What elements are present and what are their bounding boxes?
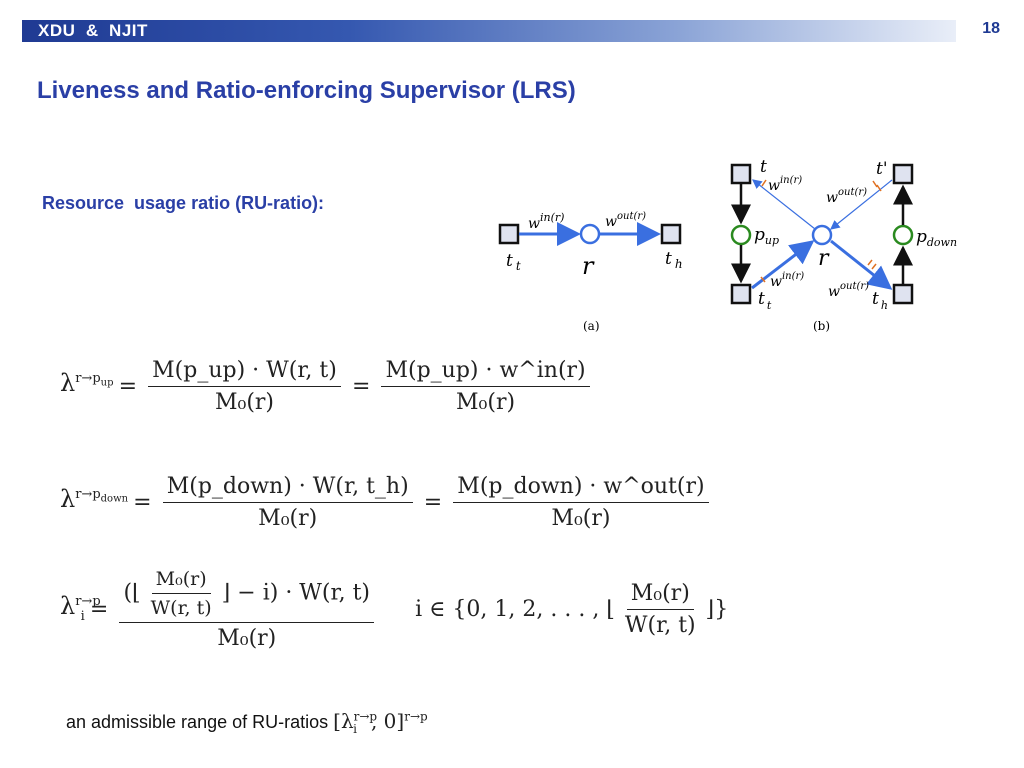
label-r: r — [818, 246, 830, 271]
transition-th — [892, 283, 914, 305]
subtitle: Resource usage ratio (RU-ratio): — [42, 193, 325, 213]
transition-right — [660, 223, 682, 245]
label-w-in-top: win(r) — [768, 175, 802, 194]
transition-t — [730, 163, 752, 185]
place-p-up — [730, 224, 752, 246]
weight-out-label: wout(r) — [605, 211, 646, 230]
figure-b: t t' win(r) wout(r) pup pdown r win(r) w… — [730, 157, 957, 333]
label-w-out-bottom: wout(r) — [828, 281, 869, 300]
header-title: XDU & NJIT — [38, 21, 148, 40]
arc-tprime-r — [830, 179, 893, 230]
tick-mark — [867, 259, 873, 266]
arc-r-th — [830, 239, 893, 290]
label-w-in-bottom: win(r) — [770, 271, 804, 290]
transition-left — [498, 223, 520, 245]
equation-lambda-down: λr→pdown = M(p_down) · W(r, t_h)M₀(r) = … — [60, 474, 715, 531]
page-number: 18 — [982, 20, 1000, 37]
footer-text: an admissible range of RU-ratios [λr→pi,… — [66, 709, 428, 736]
tick-mark — [872, 180, 878, 188]
label-p-up: pup — [754, 225, 779, 247]
tick-mark — [871, 263, 877, 270]
transition-tt — [730, 283, 752, 305]
header-bar: XDU & NJIT — [22, 20, 956, 42]
place-p-down — [892, 224, 914, 246]
tick-mark — [876, 184, 882, 192]
label-p-down: pdown — [916, 227, 957, 249]
arc-r-t — [752, 179, 816, 230]
place-r — [579, 223, 601, 245]
weight-in-label: win(r) — [528, 211, 564, 232]
label-t: t — [760, 157, 767, 177]
tick-mark — [760, 276, 766, 283]
equation-lambda-i: λr→pi = (⌊M₀(r)W(r, t)⌋ − i) · W(r, t) M… — [60, 568, 729, 651]
label-w-out-top: wout(r) — [826, 187, 867, 206]
label-t-prime: t' — [876, 159, 888, 179]
transition-t-prime — [892, 163, 914, 185]
slide-title: Liveness and Ratio-enforcing Supervisor … — [37, 77, 576, 104]
arc-tt-r — [751, 240, 815, 290]
tick-mark — [761, 179, 767, 187]
place-r-center — [811, 224, 833, 246]
place-r-label: r — [582, 252, 595, 280]
equation-lambda-up: λr→pup = M(p_up) · W(r, t)M₀(r) = M(p_up… — [60, 358, 596, 415]
caption-b: (b) — [813, 319, 830, 333]
caption-a: (a) — [583, 319, 600, 333]
